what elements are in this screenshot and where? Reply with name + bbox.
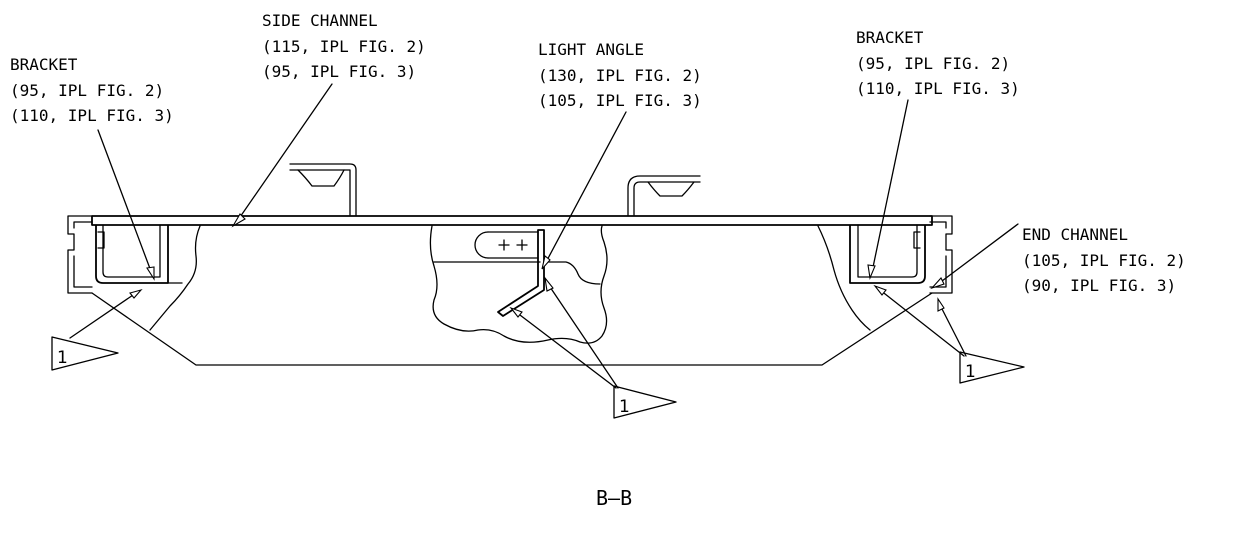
side-channel-ref-fig3: (95, IPL FIG. 3) — [262, 62, 416, 81]
callout-side-channel: SIDE CHANNEL (115, IPL FIG. 2) (95, IPL … — [262, 11, 426, 81]
frame-outline — [91, 292, 933, 366]
leader-flag-right — [873, 284, 967, 357]
flag-note-left-number: 1 — [57, 348, 68, 368]
leader-end-channel — [930, 223, 1019, 290]
leader-flag-center — [509, 276, 619, 389]
flag-note-right: 1 — [959, 351, 1025, 384]
bracket-right-ref-fig3: (110, IPL FIG. 3) — [856, 79, 1020, 98]
light-angle — [497, 229, 545, 317]
bracket-right-ref-fig2: (95, IPL FIG. 2) — [856, 54, 1010, 73]
top-plate — [91, 215, 933, 226]
leader-bracket-left — [97, 129, 155, 281]
flag-note-left: 1 — [51, 336, 119, 371]
callout-light-angle: LIGHT ANGLE (130, IPL FIG. 2) (105, IPL … — [538, 40, 702, 110]
top-clip-right — [627, 175, 701, 216]
leader-flag-left — [69, 288, 143, 339]
callout-end-channel: END CHANNEL (105, IPL FIG. 2) (90, IPL F… — [1022, 225, 1186, 295]
center-cutaway — [429, 225, 608, 344]
end-channel-left — [67, 215, 93, 294]
side-channel-ref-fig2: (115, IPL FIG. 2) — [262, 37, 426, 56]
flag-note-center: 1 — [613, 385, 677, 419]
bracket-left-title: BRACKET — [10, 55, 78, 74]
leader-light-angle — [541, 111, 627, 270]
leader-bracket-right — [867, 99, 909, 281]
side-channel-title: SIDE CHANNEL — [262, 11, 378, 30]
callout-bracket-right: BRACKET (95, IPL FIG. 2) (110, IPL FIG. … — [856, 28, 1020, 98]
flag-note-center-number: 1 — [619, 397, 630, 417]
bracket-right-title: BRACKET — [856, 28, 924, 47]
flag-note-right-number: 1 — [965, 362, 976, 382]
bracket-left-ref-fig2: (95, IPL FIG. 2) — [10, 81, 164, 100]
top-clip-left — [289, 163, 357, 216]
leader-side-channel — [231, 83, 333, 228]
callout-bracket-left: BRACKET (95, IPL FIG. 2) (110, IPL FIG. … — [10, 55, 174, 125]
break-lines — [149, 225, 871, 331]
bracket-left-ref-fig3: (110, IPL FIG. 3) — [10, 106, 174, 125]
end-channel-ref-fig2: (105, IPL FIG. 2) — [1022, 251, 1186, 270]
light-angle-ref-fig2: (130, IPL FIG. 2) — [538, 66, 702, 85]
light-angle-ref-fig3: (105, IPL FIG. 3) — [538, 91, 702, 110]
end-channel-title: END CHANNEL — [1022, 225, 1128, 244]
bracket-right — [849, 224, 926, 284]
light-angle-title: LIGHT ANGLE — [538, 40, 644, 59]
bracket-left — [95, 224, 183, 284]
section-label: B–B — [596, 486, 632, 510]
end-channel-ref-fig3: (90, IPL FIG. 3) — [1022, 276, 1176, 295]
